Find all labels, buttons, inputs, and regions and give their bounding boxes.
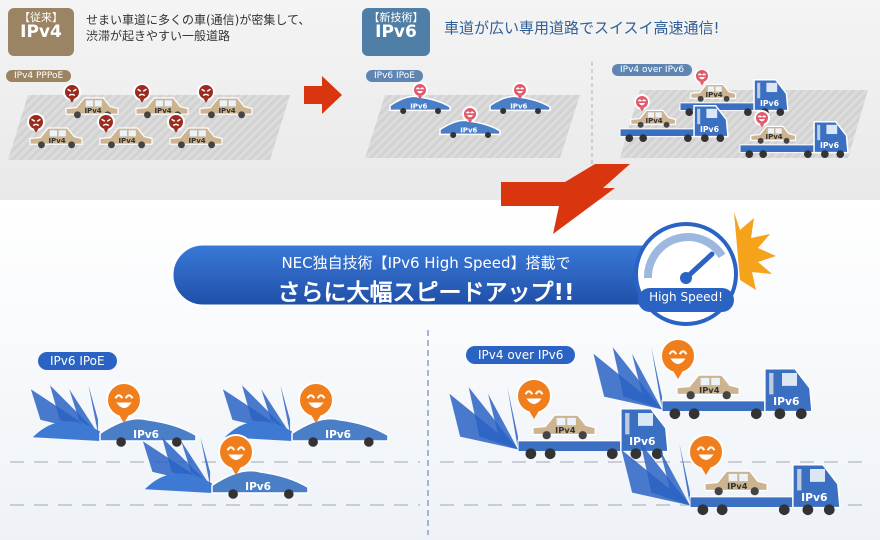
happy-face-icon [694,70,710,86]
car-label: IPv6 [325,429,351,441]
legacy-description-line1: せまい車道に多くの車(通信)が密集して、 [86,13,311,27]
legacy-badge-big: IPv4 [20,21,62,42]
ipv4-car: IPv4 [199,97,253,119]
happy-face-icon [660,338,696,379]
truck-label: IPv6 [773,395,799,408]
car-label: IPv4 [154,107,171,115]
happy-face-icon [218,434,254,475]
new-tech-badge-small: 【新技術】 [368,11,424,24]
car-label: IPv4 [84,107,101,115]
car-label: IPv6 [510,103,527,111]
car-label: IPv4 [555,425,576,435]
cargo-car: IPv4 [532,414,596,440]
truck-label: IPv6 [820,141,839,150]
over-bottom-label: IPv4 over IPv6 [466,346,576,364]
ipv4-car: IPv4 [29,127,83,149]
legacy-badge: 【従来】 IPv4 [8,8,74,56]
new-tech-badge-big: IPv6 [375,21,417,42]
car-label: IPv4 [699,385,720,395]
car-label: IPv4 [765,133,782,141]
truck-label: IPv6 [629,435,655,448]
cargo-car: IPv4 [750,125,797,144]
car-label: IPv4 [645,117,662,125]
car-label: IPv6 [410,103,427,111]
over-top-label: IPv4 over IPv6 [612,64,693,76]
legacy-description-line2: 渋滞が起きやすい一般道路 [86,29,231,43]
ipv6-car: IPv6 [142,437,309,499]
cargo-car: IPv4 [676,374,740,400]
legacy-badge-small: 【従来】 [19,11,63,24]
angry-face-icon [97,113,115,133]
happy-face-icon [516,378,552,419]
new-tech-badge: 【新技術】 IPv6 [362,8,430,56]
happy-face-icon [462,106,478,124]
banner-line2: さらに大幅スピードアップ!! [277,280,575,306]
cargo-car: IPv4 [690,83,737,102]
car-label: IPv4 [218,107,235,115]
angry-face-icon [133,83,151,103]
car-label: IPv6 [460,127,477,135]
speed-flame-icon [30,385,100,442]
speed-flame-icon [449,387,518,450]
truck-label: IPv6 [760,99,779,108]
legacy-description: せまい車道に多くの車(通信)が密集して、 渋滞が起きやすい一般道路 [86,12,356,44]
speed-flame-icon [593,347,662,410]
car-label: IPv4 [118,137,135,145]
happy-face-icon [412,82,428,100]
speed-gauge-icon [634,212,776,326]
speed-flame-icon [142,437,212,494]
speed-flame-icon [222,385,292,442]
cargo-car: IPv4 [704,470,768,496]
happy-face-icon [298,382,334,423]
happy-face-icon [634,94,650,112]
angry-face-icon [63,83,81,103]
car-label: IPv4 [727,481,748,491]
cargo-car: IPv4 [630,109,677,128]
car-label: IPv6 [245,481,271,493]
ipv4-car: IPv4 [169,127,223,149]
happy-face-icon [106,382,142,423]
happy-face-icon [754,110,770,128]
ipv4-car: IPv4 [99,127,153,149]
arrow-right-icon [304,76,342,114]
lightning-arrow-icon [501,164,630,234]
car-label: IPv4 [705,91,722,99]
happy-face-icon [688,434,724,475]
truck-label: IPv6 [700,125,719,134]
truck-label: IPv6 [801,491,827,504]
banner-line1: NEC独自技術【IPv6 High Speed】搭載で [281,254,571,272]
new-tech-description: 車道が広い専用道路でスイスイ高速通信! [444,19,720,37]
car-label: IPv4 [48,137,65,145]
ipoe-bottom-label: IPv6 IPoE [38,352,117,370]
car-label: IPv4 [188,137,205,145]
angry-face-icon [167,113,185,133]
angry-face-icon [197,83,215,103]
car-label: IPv6 [133,429,159,441]
happy-face-icon [512,82,528,100]
ipoe-top-label: IPv6 IPoE [366,70,423,82]
angry-face-icon [27,113,45,133]
gauge-text: High Speed! [649,290,723,304]
pppoe-label: IPv4 PPPoE [6,70,72,82]
